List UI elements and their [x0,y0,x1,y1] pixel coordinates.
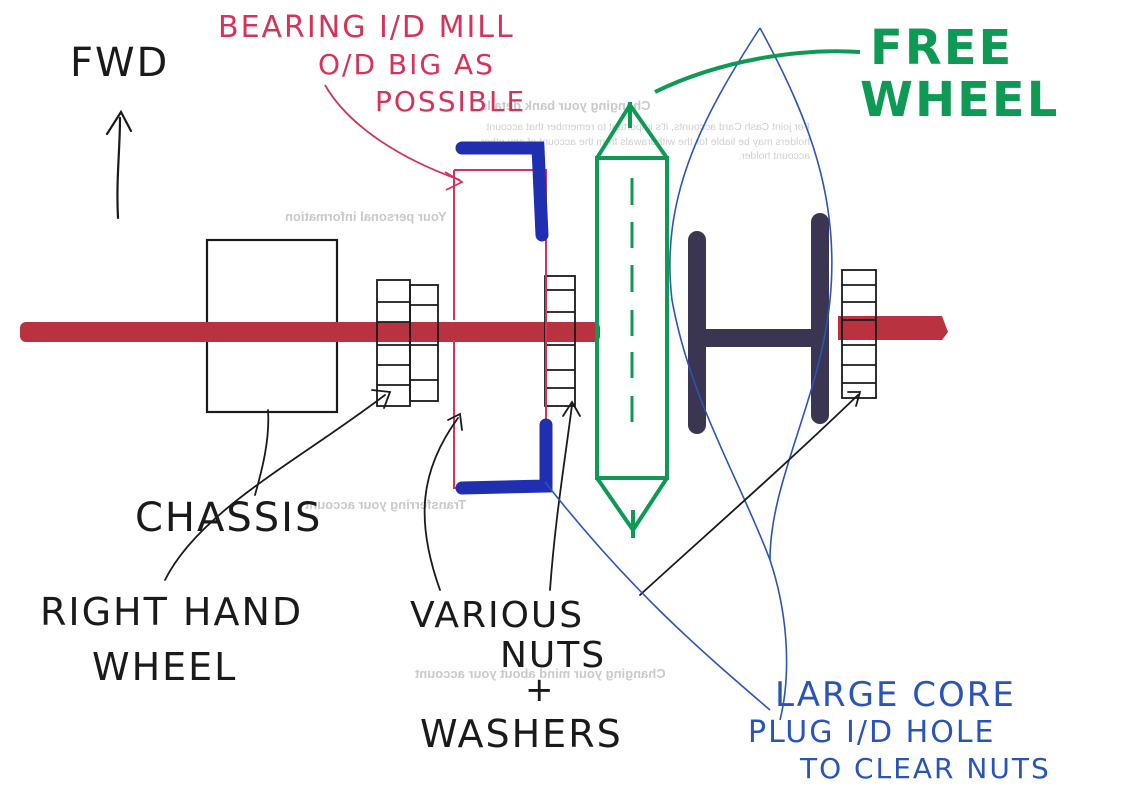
axle-left [20,322,600,342]
label-large-core: LARGE CORE [775,675,1016,715]
label-right-wheel: WHEEL [92,645,238,689]
axle-right [838,316,948,340]
label-free: FREE [870,20,1014,76]
label-washers: WASHERS [420,712,623,756]
label-right-hand: RIGHT HAND [40,590,304,634]
label-chassis: CHASSIS [135,495,323,541]
free-wheel-pointer [654,49,861,94]
free-wheel-envelope [669,27,833,721]
core-plug [455,141,553,495]
nut-stack-left [376,279,439,407]
label-fwd: FWD [70,40,170,86]
label-wheel: WHEEL [860,72,1060,128]
label-nuts: NUTS [500,635,607,676]
label-clear-nuts: TO CLEAR NUTS [800,752,1051,785]
label-bearing-line2: O/D BIG AS [318,48,495,81]
free-wheel [595,101,669,538]
label-plug-hole: PLUG I/D HOLE [748,715,996,750]
forward-arrow [105,109,133,220]
label-bearing-line3: POSSIBLE [375,85,527,118]
label-plus: + [525,670,556,710]
label-bearing-line1: BEARING I/D MILL [218,10,515,45]
bearing-pointer [324,84,464,191]
label-various: VARIOUS [410,595,585,636]
core-plug-pointer [544,481,771,711]
label-pointers [164,389,862,596]
hub-h [688,213,829,434]
